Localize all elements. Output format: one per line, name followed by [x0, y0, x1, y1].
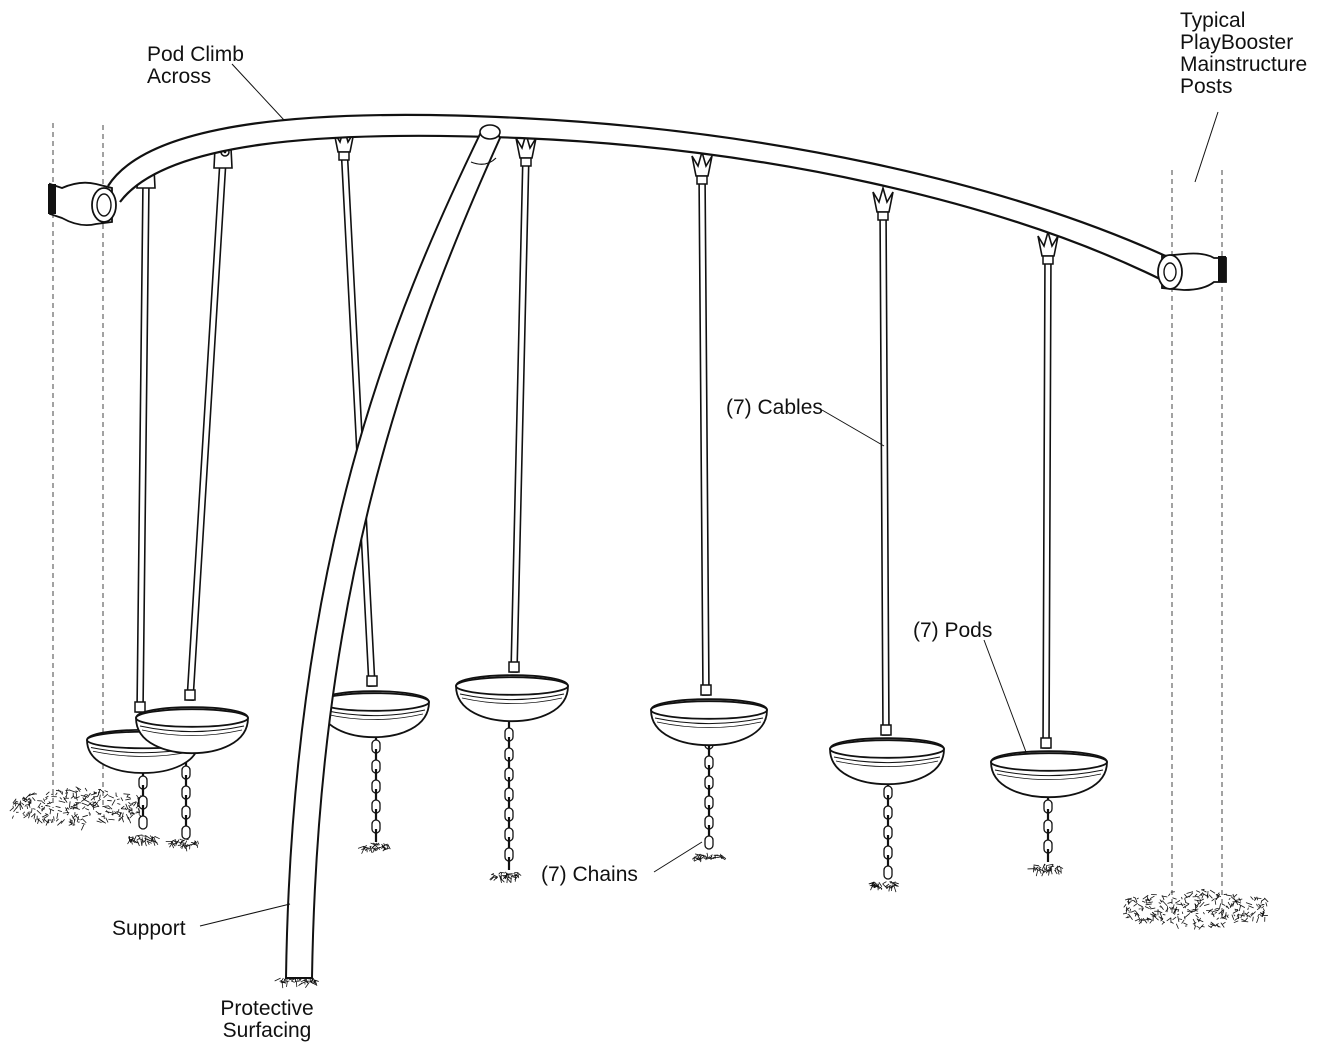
- label-surfacing-line2: Surfacing: [222, 1019, 312, 1042]
- leader-cables: [821, 409, 885, 447]
- cable-clamp: [691, 149, 713, 177]
- label-support: Support: [112, 917, 186, 940]
- chain-anchor-patch: [692, 852, 727, 863]
- label-pod-climb-across: Pod Climb Across: [147, 44, 244, 88]
- label-posts-line2: PlayBooster: [1180, 31, 1294, 54]
- pod-6: [829, 737, 945, 786]
- support-body: [284, 126, 502, 979]
- cables: [134, 125, 1059, 749]
- pod-7: [990, 750, 1108, 799]
- chain-anchor-patch: [357, 842, 391, 854]
- leader-support: [199, 903, 291, 927]
- cable-7: [1037, 229, 1059, 749]
- cable-6: [872, 185, 894, 736]
- pod-2: [135, 706, 249, 755]
- label-protective-surfacing: Protective Surfacing: [208, 998, 326, 1042]
- beam-bottom-edge: [119, 134, 1163, 281]
- label-pods: (7) Pods: [913, 619, 993, 642]
- chain-3: [371, 719, 381, 842]
- beam-top-edge: [107, 113, 1171, 259]
- chain-5: [704, 735, 714, 850]
- chain-anchor-patch: [165, 838, 199, 852]
- leader-lines: [199, 63, 1219, 927]
- pod-climb-beam: [48, 113, 1227, 291]
- label-pod-climb-line2: Across: [147, 65, 212, 88]
- label-pod-climb-line1: Pod Climb: [147, 43, 244, 66]
- support-cap: [479, 124, 501, 140]
- support-collar-line: [470, 157, 497, 165]
- ground-patch-left: [9, 786, 147, 831]
- label-chains: (7) Chains: [541, 863, 638, 886]
- label-mainstructure-posts: Typical PlayBooster Mainstructure Posts: [1180, 10, 1307, 98]
- cable-1: [134, 163, 156, 713]
- chains: [138, 707, 1053, 880]
- cable-2: [184, 143, 233, 702]
- label-posts-line3: Mainstructure: [1180, 53, 1308, 76]
- chain-anchor-patch: [489, 871, 522, 884]
- leader-posts: [1194, 111, 1219, 183]
- leader-pods: [983, 639, 1027, 753]
- pod-5: [650, 698, 768, 747]
- ground-texture: [9, 786, 1269, 989]
- mainstructure-posts: [52, 123, 1223, 913]
- leader-pod-climb: [231, 63, 285, 121]
- pods: [86, 674, 1108, 799]
- cable-5: [691, 149, 713, 696]
- label-surfacing-line1: Protective: [220, 997, 314, 1020]
- chain-anchor-patch: [868, 881, 899, 893]
- cable-4: [508, 131, 537, 673]
- beam-clamp-left: [48, 181, 117, 227]
- leader-chains: [653, 841, 703, 873]
- cable-clamp: [872, 185, 894, 213]
- chain-anchor-patch: [1027, 863, 1064, 877]
- beam-clamp-right: [1157, 252, 1227, 291]
- ground-patch-right: [1122, 888, 1269, 930]
- label-cables: (7) Cables: [726, 396, 823, 419]
- label-posts-line1: Typical: [1180, 9, 1246, 32]
- chain-4: [504, 707, 514, 870]
- pod-4: [455, 674, 569, 723]
- pod-3: [318, 690, 430, 739]
- beam-body: [108, 114, 1170, 280]
- label-posts-line4: Posts: [1180, 75, 1233, 98]
- chain-anchor-patch: [127, 834, 160, 847]
- support-post: [284, 124, 502, 979]
